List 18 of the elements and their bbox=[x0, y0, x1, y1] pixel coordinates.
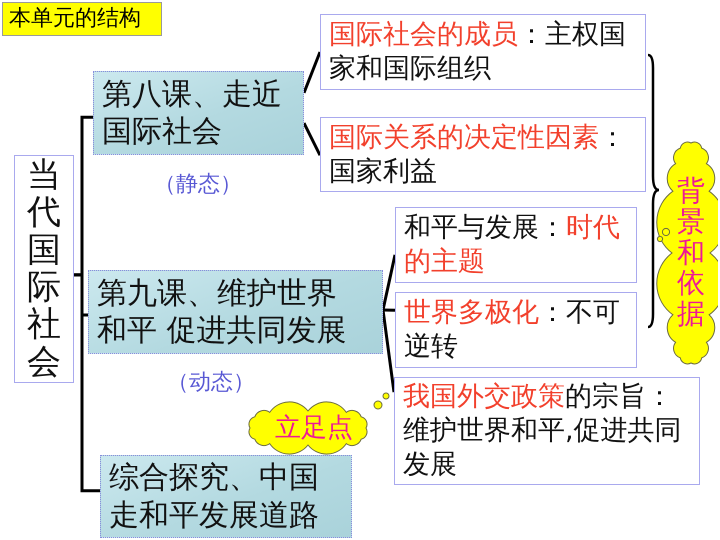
title-banner: 本单元的结构 bbox=[2, 2, 162, 36]
point-box: 和平与发展：时代的主题 bbox=[395, 207, 637, 283]
connector-line bbox=[382, 308, 396, 312]
connector-line bbox=[382, 310, 396, 392]
point-box: 国际关系的决定性因素：国家利益 bbox=[320, 117, 646, 192]
connector-line bbox=[382, 254, 396, 310]
state-label: （静态） bbox=[153, 171, 243, 199]
lesson-box: 第八课、走近国际社会 bbox=[93, 71, 304, 155]
point-box: 世界多极化：不可逆转 bbox=[395, 292, 637, 368]
connector-line bbox=[74, 273, 100, 492]
connector-line bbox=[302, 51, 322, 94]
lesson-box: 第九课、维护世界和平 促进共同发展 bbox=[88, 270, 383, 354]
lesson-box: 综合探究、中国走和平发展道路 bbox=[100, 455, 352, 538]
connector-line bbox=[302, 122, 322, 156]
topic-box: 当代国际社会 bbox=[14, 155, 74, 383]
state-label: （动态） bbox=[166, 369, 256, 397]
point-box: 我国外交政策的宗旨：维护世界和平,促进共同发展 bbox=[394, 377, 700, 485]
point-box: 国际社会的成员：主权国家和国际组织 bbox=[320, 14, 646, 90]
